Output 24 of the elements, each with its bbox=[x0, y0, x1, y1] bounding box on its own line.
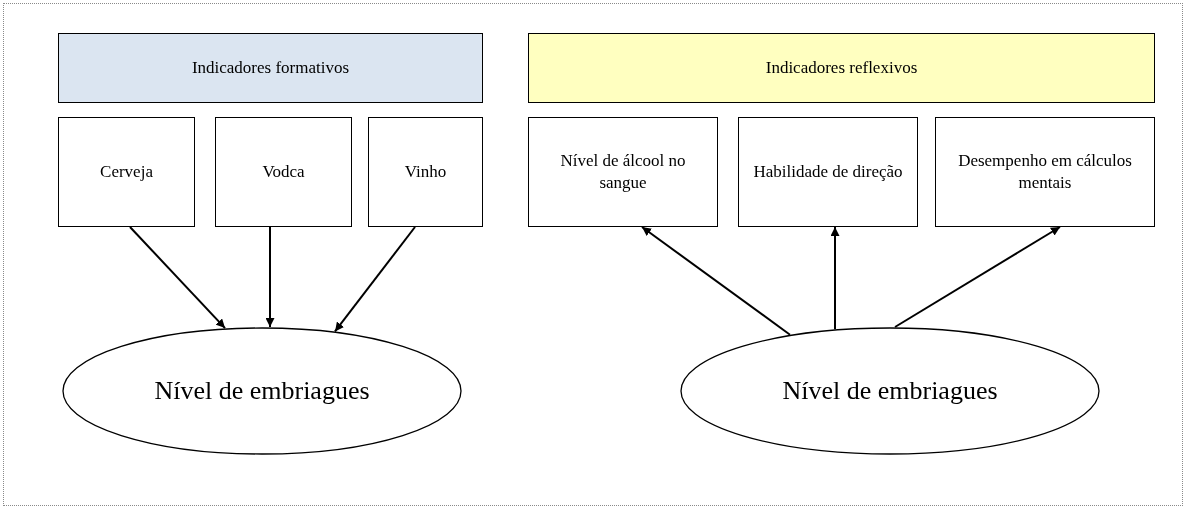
node-label: Vodca bbox=[262, 160, 305, 183]
arrow bbox=[830, 226, 840, 331]
arrow bbox=[334, 226, 416, 333]
indicator-box bbox=[528, 117, 718, 227]
arrow bbox=[894, 226, 1061, 328]
category-header bbox=[58, 33, 483, 103]
node-label: Vinho bbox=[404, 160, 447, 183]
arrow bbox=[265, 226, 275, 329]
node-label: Indicadores reflexivos bbox=[765, 56, 918, 79]
node-label: Cerveja bbox=[100, 160, 153, 183]
category-header bbox=[528, 33, 1155, 103]
arrow bbox=[129, 226, 226, 330]
indicator-box bbox=[58, 117, 195, 227]
arrow bbox=[641, 226, 791, 336]
node-label: Habilidade de direção bbox=[753, 160, 903, 183]
indicator-box bbox=[215, 117, 352, 227]
node-label: Nível de embriagues bbox=[154, 376, 370, 406]
node-label: Desempenho em cálculos mentais bbox=[957, 149, 1133, 194]
node-label: Indicadores formativos bbox=[191, 56, 350, 79]
node-label: Nível de álcool no sangue bbox=[559, 149, 687, 194]
indicator-box bbox=[738, 117, 918, 227]
indicator-box bbox=[935, 117, 1155, 227]
indicator-box bbox=[368, 117, 483, 227]
node-label: Nível de embriagues bbox=[782, 376, 998, 406]
